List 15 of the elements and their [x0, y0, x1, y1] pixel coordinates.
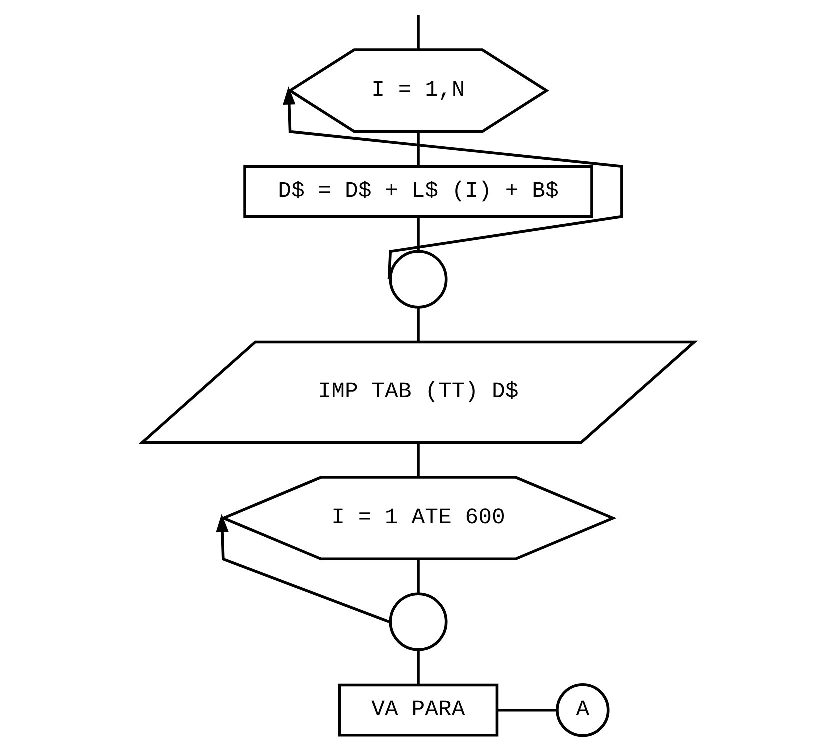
connector — [416, 442, 420, 478]
connector — [497, 708, 556, 712]
connector — [416, 132, 420, 167]
connector — [416, 15, 420, 50]
arrow — [282, 86, 623, 280]
node-box: D$ = D$ + L$ (I) + B$ — [243, 165, 593, 218]
node-circle — [388, 592, 448, 652]
arrow — [216, 514, 390, 624]
node-circle — [388, 250, 448, 309]
node-box: VA PARA — [338, 684, 498, 737]
connector — [416, 308, 420, 342]
connector — [416, 650, 420, 685]
connector — [416, 217, 420, 252]
connector — [416, 560, 420, 594]
node-circle: A — [556, 683, 610, 738]
